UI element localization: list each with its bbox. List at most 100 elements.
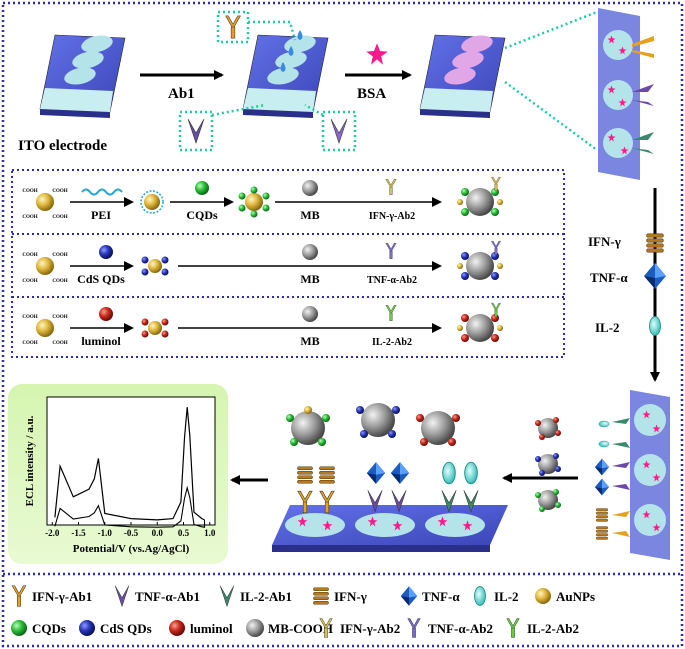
diamond-blue-icon <box>400 586 418 606</box>
x-tick-label: 0.0 <box>152 528 164 538</box>
il2-ab1-legend-icon <box>219 585 235 607</box>
luminol-icon <box>99 307 113 321</box>
tnf-ab2-legend-icon <box>407 618 421 638</box>
legend-label: IFN-γ-Ab2 <box>340 621 400 636</box>
zoom-lines <box>504 10 598 152</box>
cooh-label: COOH <box>22 341 37 346</box>
x-tick-label: -2.0 <box>45 528 60 538</box>
mb-icon <box>302 306 318 322</box>
legend-label: IFN-γ-Ab1 <box>32 589 92 604</box>
legend-label: luminol <box>190 621 233 636</box>
cooh-label: COOH <box>52 315 67 320</box>
legend-label: IL-2-Ab1 <box>240 589 292 604</box>
y-antibody-orange-icon <box>11 585 27 607</box>
probe-panel <box>11 169 565 358</box>
final-probe-icon <box>466 252 494 280</box>
tnf-ab1-legend-icon <box>114 585 130 607</box>
gold-labelled-icon <box>148 259 162 273</box>
electrode-with-bsa <box>419 34 506 118</box>
x-tick-label: -0.5 <box>124 528 139 538</box>
probe-ab-label: TNF-α-Ab2 <box>367 275 417 286</box>
ecl-curve <box>54 407 205 521</box>
capsule-legend-icon <box>474 586 486 606</box>
electrode-label: ITO electrode <box>18 138 107 154</box>
legend-label: MB-COOH <box>268 621 333 636</box>
pei-icon <box>81 188 123 196</box>
il2-capsule-icon <box>649 316 661 336</box>
diamond-legend-icon <box>400 586 418 606</box>
probe-ab-label: IFN-γ-Ab2 <box>369 211 415 222</box>
sandwich-electrode <box>272 403 508 552</box>
coil-legend-icon <box>313 587 329 605</box>
ab1-callouts <box>178 10 357 152</box>
pei-gold-icon <box>144 194 160 210</box>
il2-ab2-legend-icon <box>506 618 520 638</box>
y-antibody-lime-icon <box>506 618 520 638</box>
legend-label: TNF-α-Ab1 <box>135 589 200 604</box>
bsa-icon <box>366 43 388 65</box>
probe-left-label: PEI <box>91 208 111 222</box>
analyte-il2-label: IL-2 <box>595 320 620 335</box>
cooh-label: COOH <box>52 189 67 194</box>
cooh-gold-particle: COOH COOH COOH COOH <box>22 189 67 220</box>
v-antibody-purple-icon <box>114 585 130 607</box>
zoomed-surface-bottom <box>594 390 670 560</box>
analyte-tnf-label: TNF-α <box>590 270 628 285</box>
analyte-ifn-label: IFN-γ <box>588 234 621 249</box>
probe-ab-label: IL-2-Ab2 <box>372 337 412 348</box>
gold-labelled-icon <box>148 321 162 335</box>
legend-label: IFN-γ <box>334 589 367 604</box>
gold-cqd-icon <box>245 193 263 211</box>
free-probes <box>535 417 561 512</box>
cds-qd-icon <box>99 245 113 259</box>
step2-label: BSA <box>357 86 386 102</box>
legend-label: AuNPs <box>556 589 595 604</box>
sphere-green-icon <box>11 620 27 636</box>
cooh-label: COOH <box>52 215 67 220</box>
final-probe-icon <box>466 188 494 216</box>
plot-ylabel: ECL intensity / a.u. <box>24 415 36 506</box>
step1-label: Ab1 <box>168 86 195 102</box>
ifn-ab1-legend-icon <box>11 585 27 607</box>
legend-label: IL-2 <box>494 589 519 604</box>
plot-xlabel: Potential/V (vs.Ag/AgCl) <box>73 543 190 555</box>
probe-left-label: CdS QDs <box>77 272 125 286</box>
x-tick-label: -1.0 <box>98 528 113 538</box>
sphere-red-icon <box>169 620 185 636</box>
ito-electrode <box>39 34 126 118</box>
probe-mid-label: CQDs <box>186 208 218 222</box>
tnf-diamond-icon <box>644 263 666 289</box>
sphere-gold-icon <box>535 588 551 604</box>
cooh-label: COOH <box>22 253 37 258</box>
final-probe-icon <box>466 314 494 342</box>
legend-label: TNF-α <box>422 589 460 604</box>
cooh-label: COOH <box>22 279 37 284</box>
legend-label: CdS QDs <box>100 621 152 636</box>
zoomed-surface-top <box>598 8 654 180</box>
legend-label: IL-2-Ab2 <box>527 621 579 636</box>
probe-mb-label: MB <box>300 334 319 348</box>
probe-left-label: luminol <box>81 334 121 348</box>
cooh-label: COOH <box>22 315 37 320</box>
cooh-label: COOH <box>22 189 37 194</box>
coil-brown-icon <box>313 587 329 605</box>
electrode-with-ab1 <box>242 30 329 118</box>
x-tick-label: -1.5 <box>71 528 86 538</box>
ifn-ab1-icon <box>225 15 241 39</box>
sphere-gray-icon <box>246 619 264 637</box>
mb-icon <box>302 180 318 196</box>
y-antibody-violet-icon <box>407 618 421 638</box>
cooh-label: COOH <box>22 215 37 220</box>
cooh-label: COOH <box>52 279 67 284</box>
probe-mb-label: MB <box>300 272 319 286</box>
il2-ab1-icon <box>330 118 348 144</box>
tnf-ab1-icon <box>187 118 205 144</box>
capsule-cyan-icon <box>474 586 486 606</box>
